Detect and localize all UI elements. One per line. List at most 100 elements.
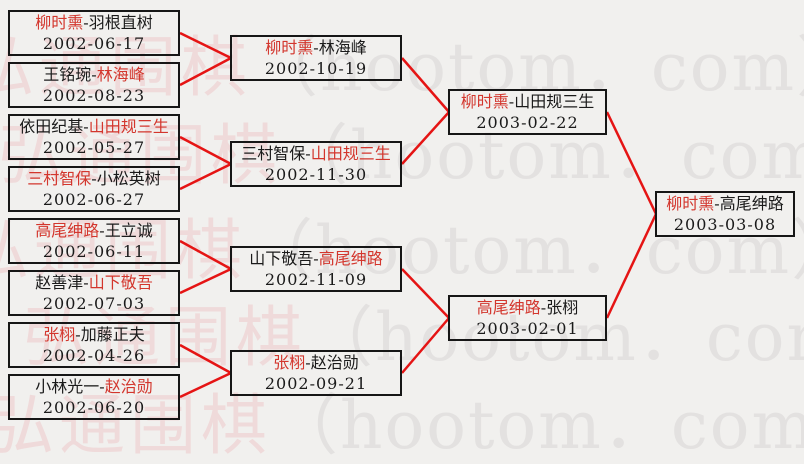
connector-line xyxy=(605,111,658,215)
player-name: 张栩 xyxy=(546,298,579,317)
connector-line xyxy=(179,267,232,295)
match-players: 王铭琬-林海峰 xyxy=(43,64,144,85)
player-name: 王立诚 xyxy=(104,221,153,240)
match-players: 三村智保-山田规三生 xyxy=(241,143,390,164)
match-players: 依田纪基-山田规三生 xyxy=(19,116,168,137)
connector-line xyxy=(179,56,232,87)
connector-line xyxy=(179,239,232,271)
player-name: 三村智保 xyxy=(27,169,92,188)
players-separator: - xyxy=(508,92,515,111)
players-separator: - xyxy=(313,249,319,268)
match-players: 柳时熏-羽根直树 xyxy=(35,12,152,33)
match-box-r1-8: 小林光一-赵治勋 2002-06-20 xyxy=(8,374,180,420)
player-name: 三村智保 xyxy=(241,144,306,163)
match-date: 2003-03-08 xyxy=(673,215,777,234)
match-box-final: 柳时熏-高尾绅路 2003-03-08 xyxy=(655,191,795,237)
connector-line xyxy=(605,213,658,319)
player-name: 林海峰 xyxy=(318,38,367,57)
match-date: 2002-11-09 xyxy=(264,270,368,289)
player-name: 依田纪基 xyxy=(19,117,84,136)
match-box-r2-2: 三村智保-山田规三生 2002-11-30 xyxy=(230,141,402,187)
player-name: 张栩 xyxy=(273,353,306,372)
connector-line xyxy=(401,317,450,374)
players-separator: - xyxy=(75,325,81,344)
match-box-r2-4: 张栩-赵治勋 2002-09-21 xyxy=(230,350,402,396)
player-name: 柳时熏 xyxy=(35,13,84,32)
match-players: 张栩-赵治勋 xyxy=(273,352,358,373)
watermark-row: 弘通围棋（hootom．com）弘通围棋（hootom．com）弘通围棋（hoo… xyxy=(0,212,804,289)
match-date: 2002-09-21 xyxy=(264,374,368,393)
player-name: 小林光一 xyxy=(35,377,100,396)
match-date: 2002-04-26 xyxy=(42,346,146,365)
players-separator: - xyxy=(313,38,319,57)
match-date: 2002-06-27 xyxy=(42,190,146,209)
match-box-r1-3: 依田纪基-山田规三生 2002-05-27 xyxy=(8,114,180,160)
player-name: 赵治勋 xyxy=(310,353,359,372)
player-name: 高尾绅路 xyxy=(35,221,100,240)
players-separator: - xyxy=(83,273,89,292)
match-date: 2003-02-01 xyxy=(476,319,579,338)
connector-line xyxy=(401,57,450,113)
match-box-r1-4: 三村智保-小松英树 2002-06-27 xyxy=(8,166,180,212)
match-date: 2002-05-27 xyxy=(42,138,146,157)
match-date: 2002-08-23 xyxy=(42,86,146,105)
players-separator: - xyxy=(91,65,97,84)
player-name: 赵治勋 xyxy=(104,377,153,396)
match-players: 三村智保-小松英树 xyxy=(27,168,160,189)
player-name: 林海峰 xyxy=(96,65,145,84)
match-players: 柳时熏-高尾绅路 xyxy=(666,193,783,214)
players-separator: - xyxy=(91,169,97,188)
match-box-r3-1: 柳时熏-山田规三生 2003-02-22 xyxy=(448,89,607,135)
match-date: 2002-06-20 xyxy=(42,398,146,417)
connector-line xyxy=(179,371,232,399)
bracket-connectors xyxy=(179,31,658,399)
connector-line xyxy=(401,268,450,319)
match-date: 2002-07-03 xyxy=(42,294,146,313)
player-name: 加藤正夫 xyxy=(80,325,145,344)
player-name: 小松英树 xyxy=(96,169,161,188)
match-box-r1-7: 张栩-加藤正夫 2002-04-26 xyxy=(8,322,180,368)
match-box-r2-3: 山下敬吾-高尾绅路 2002-11-09 xyxy=(230,246,402,292)
player-name: 山下敬吾 xyxy=(88,273,153,292)
match-date: 2002-11-30 xyxy=(264,165,368,184)
player-name: 赵善津 xyxy=(35,273,84,292)
players-separator: - xyxy=(714,194,720,213)
match-players: 山下敬吾-高尾绅路 xyxy=(249,248,382,269)
player-name: 高尾绅路 xyxy=(476,298,541,317)
match-box-r3-2: 高尾绅路-张栩 2003-02-01 xyxy=(448,295,607,341)
connector-line xyxy=(401,111,450,165)
match-players: 小林光一-赵治勋 xyxy=(35,376,152,397)
player-name: 山田规三生 xyxy=(310,144,391,163)
player-name: 山下敬吾 xyxy=(249,249,314,268)
match-date: 2002-06-11 xyxy=(42,242,146,261)
players-separator: - xyxy=(305,353,311,372)
players-separator: - xyxy=(305,144,311,163)
player-name: 柳时熏 xyxy=(265,38,314,57)
match-box-r1-2: 王铭琬-林海峰 2002-08-23 xyxy=(8,62,180,108)
match-date: 2002-10-19 xyxy=(264,59,368,78)
match-box-r1-1: 柳时熏-羽根直树 2002-06-17 xyxy=(8,10,180,56)
match-date: 2002-06-17 xyxy=(42,34,146,53)
match-players: 柳时熏-山田规三生 xyxy=(461,91,594,112)
connector-line xyxy=(179,135,232,166)
connector-line xyxy=(179,343,232,375)
player-name: 羽根直树 xyxy=(88,13,153,32)
match-box-r1-5: 高尾绅路-王立诚 2002-06-11 xyxy=(8,218,180,264)
match-date: 2003-02-22 xyxy=(476,113,579,132)
match-players: 柳时熏-林海峰 xyxy=(265,37,366,58)
player-name: 柳时熏 xyxy=(666,194,715,213)
connector-line xyxy=(179,31,232,60)
player-name: 山田规三生 xyxy=(88,117,169,136)
player-name: 张栩 xyxy=(43,325,76,344)
match-players: 高尾绅路-张栩 xyxy=(477,297,578,318)
player-name: 山田规三生 xyxy=(514,92,595,111)
match-box-r2-1: 柳时熏-林海峰 2002-10-19 xyxy=(230,35,402,81)
players-separator: - xyxy=(83,117,89,136)
players-separator: - xyxy=(99,377,105,396)
match-box-r1-6: 赵善津-山下敬吾 2002-07-03 xyxy=(8,270,180,316)
players-separator: - xyxy=(99,221,105,240)
match-players: 赵善津-山下敬吾 xyxy=(35,272,152,293)
match-players: 高尾绅路-王立诚 xyxy=(35,220,152,241)
player-name: 柳时熏 xyxy=(460,92,509,111)
players-separator: - xyxy=(540,298,547,317)
